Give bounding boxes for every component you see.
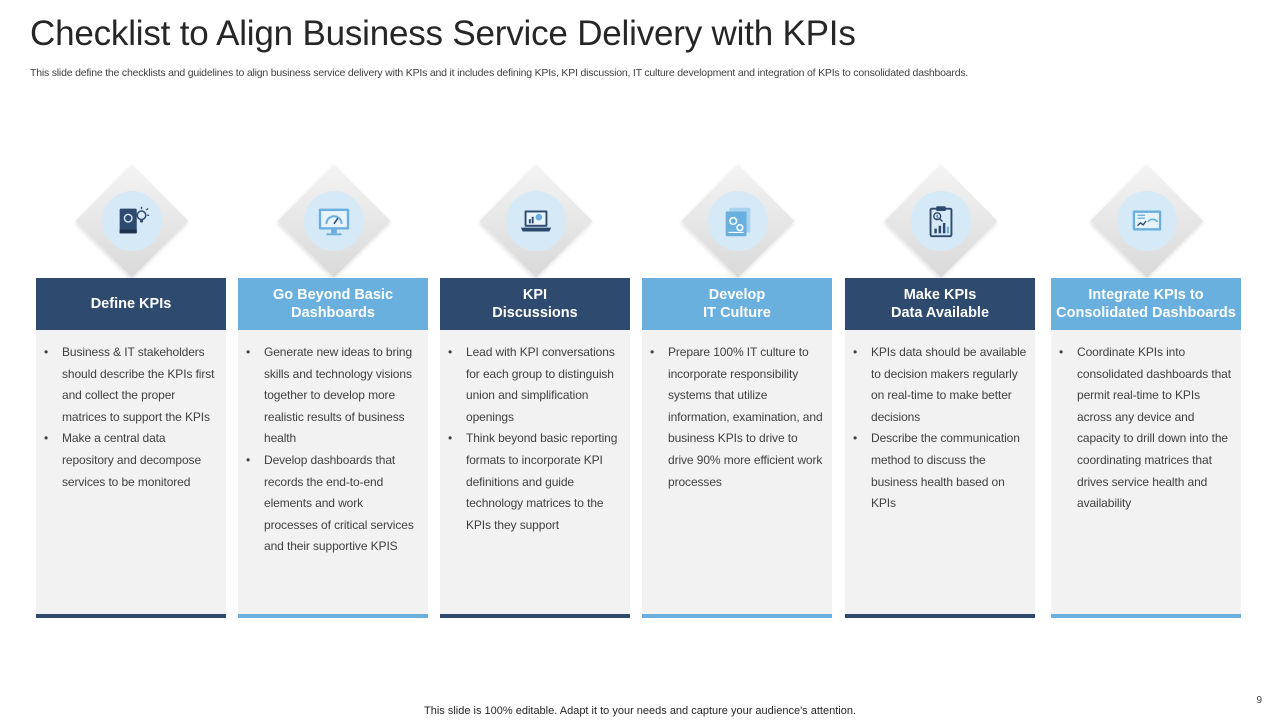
column-bottom-bar bbox=[845, 614, 1035, 618]
column-kpi-discussions: KPI Discussions Lead with KPI conversati… bbox=[440, 164, 630, 620]
column-integrate-kpis-to-consolidated-dashboards: Integrate KPIs to Consolidated Dashboard… bbox=[1051, 164, 1241, 620]
bullet-item: Business & IT stakeholders should descri… bbox=[44, 342, 218, 428]
icon-diamond bbox=[1090, 164, 1204, 278]
bullet-item: KPIs data should be available to decisio… bbox=[853, 342, 1027, 428]
column-body: Prepare 100% IT culture to incorporate r… bbox=[642, 330, 832, 615]
column-make-kpis-data-available: $ Make KPIs Data Available KPIs data sho… bbox=[845, 164, 1035, 620]
column-body: KPIs data should be available to decisio… bbox=[845, 330, 1035, 615]
column-header: Integrate KPIs to Consolidated Dashboard… bbox=[1051, 278, 1241, 330]
slide-title: Checklist to Align Business Service Deli… bbox=[30, 14, 856, 53]
bullet-item: Prepare 100% IT culture to incorporate r… bbox=[650, 342, 824, 493]
column-body: Lead with KPI conversations for each gro… bbox=[440, 330, 630, 615]
icon-diamond bbox=[75, 164, 189, 278]
bullet-item: Describe the communication method to dis… bbox=[853, 428, 1027, 514]
bullet-list: KPIs data should be available to decisio… bbox=[853, 342, 1027, 515]
svg-text:$: $ bbox=[936, 215, 939, 221]
laptop-chart-icon bbox=[520, 210, 552, 232]
column-bottom-bar bbox=[1051, 614, 1241, 618]
column-header: Go Beyond Basic Dashboards bbox=[238, 278, 428, 330]
column-bottom-bar bbox=[642, 614, 832, 618]
column-header: Define KPIs bbox=[36, 278, 226, 330]
dashboard-screen-icon bbox=[1132, 210, 1162, 231]
bullet-list: Coordinate KPIs into consolidated dashbo… bbox=[1059, 342, 1233, 515]
icon-diamond bbox=[681, 164, 795, 278]
bullet-list: Prepare 100% IT culture to incorporate r… bbox=[650, 342, 824, 493]
column-bottom-bar bbox=[238, 614, 428, 618]
column-header: Make KPIs Data Available bbox=[845, 278, 1035, 330]
icon-diamond: $ bbox=[884, 164, 998, 278]
slide-footer: This slide is 100% editable. Adapt it to… bbox=[424, 705, 856, 717]
column-bottom-bar bbox=[36, 614, 226, 618]
page-number: 9 bbox=[1256, 695, 1262, 706]
column-develop-it-culture: Develop IT Culture Prepare 100% IT cultu… bbox=[642, 164, 832, 620]
column-body: Generate new ideas to bring skills and t… bbox=[238, 330, 428, 615]
column-go-beyond-basic-dashboards: Go Beyond Basic Dashboards Generate new … bbox=[238, 164, 428, 620]
bullet-list: Lead with KPI conversations for each gro… bbox=[448, 342, 622, 536]
documents-gears-icon bbox=[725, 207, 751, 237]
icon-diamond bbox=[479, 164, 593, 278]
column-body: Coordinate KPIs into consolidated dashbo… bbox=[1051, 330, 1241, 615]
bullet-item: Coordinate KPIs into consolidated dashbo… bbox=[1059, 342, 1233, 515]
bullet-item: Think beyond basic reporting formats to … bbox=[448, 428, 622, 536]
slide-subtitle: This slide define the checklists and gui… bbox=[30, 67, 969, 79]
column-header: Develop IT Culture bbox=[642, 278, 832, 330]
column-body: Business & IT stakeholders should descri… bbox=[36, 330, 226, 615]
bullet-item: Lead with KPI conversations for each gro… bbox=[448, 342, 622, 428]
icon-diamond bbox=[277, 164, 391, 278]
bullet-item: Generate new ideas to bring skills and t… bbox=[246, 342, 420, 450]
column-bottom-bar bbox=[440, 614, 630, 618]
column-define-kpis: Define KPIs Business & IT stakeholders s… bbox=[36, 164, 226, 620]
bullet-list: Generate new ideas to bring skills and t… bbox=[246, 342, 420, 558]
monitor-gauge-icon bbox=[318, 208, 350, 236]
column-header: KPI Discussions bbox=[440, 278, 630, 330]
clipboard-chart-icon: $ bbox=[929, 206, 953, 238]
bullet-item: Develop dashboards that records the end-… bbox=[246, 450, 420, 558]
bullet-item: Make a central data repository and decom… bbox=[44, 428, 218, 493]
bullet-list: Business & IT stakeholders should descri… bbox=[44, 342, 218, 493]
book-lightbulb-icon bbox=[119, 206, 150, 234]
